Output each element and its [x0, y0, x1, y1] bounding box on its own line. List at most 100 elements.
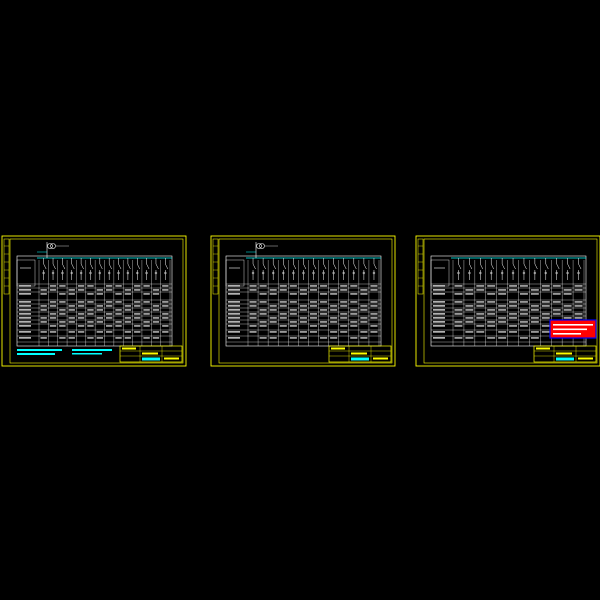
- breaker-symbol: [252, 263, 256, 270]
- cell-text: [563, 289, 572, 291]
- row-label-text: [228, 289, 240, 291]
- breaker-symbol: [293, 263, 297, 270]
- row-label-text: [433, 313, 445, 315]
- cell-text: [279, 301, 287, 303]
- cell-text: [340, 325, 348, 327]
- contactor-symbol: [145, 271, 148, 275]
- contactor-symbol: [457, 271, 460, 275]
- cell-text: [350, 293, 358, 295]
- cell-text: [77, 285, 85, 287]
- cell-text: [330, 293, 338, 295]
- cell-text: [487, 337, 496, 339]
- row-label-text: [19, 289, 31, 291]
- cell-text: [340, 313, 348, 315]
- cell-text: [106, 285, 113, 287]
- cell-text: [350, 313, 358, 315]
- cell-text: [509, 313, 517, 315]
- contactor-symbol: [70, 271, 73, 275]
- cell-text: [152, 309, 160, 311]
- cell-text: [476, 305, 485, 307]
- drawing-sheet-1[interactable]: [1, 235, 187, 367]
- cell-text: [454, 325, 463, 327]
- cell-text: [370, 305, 378, 307]
- row-label-text: [433, 317, 445, 319]
- cell-text: [299, 289, 307, 291]
- cell-text: [370, 317, 378, 319]
- drawing-sheet-2[interactable]: [210, 235, 396, 367]
- breaker-symbol: [118, 263, 122, 270]
- cell-text: [340, 305, 348, 307]
- contactor-symbol: [342, 271, 345, 275]
- cell-text: [96, 305, 103, 307]
- cell-text: [289, 321, 297, 323]
- breaker-symbol: [469, 263, 473, 270]
- row-label-text: [228, 313, 240, 315]
- contactor-symbol: [511, 271, 515, 275]
- cell-text: [498, 309, 507, 311]
- transformer-symbol: [47, 243, 53, 249]
- cell-text: [289, 285, 297, 287]
- cell-text: [299, 337, 307, 339]
- cell-text: [350, 309, 358, 311]
- cell-text: [259, 301, 267, 303]
- cell-text: [162, 285, 169, 287]
- cell-text: [68, 309, 75, 311]
- cell-text: [520, 325, 528, 327]
- drawing-sheet-3[interactable]: [415, 235, 600, 367]
- cell-text: [59, 309, 66, 311]
- cell-text: [40, 331, 47, 333]
- cell-text: [552, 301, 561, 303]
- contactor-symbol: [251, 271, 255, 275]
- contactor-symbol: [362, 271, 366, 275]
- cell-text: [465, 331, 474, 333]
- breaker-symbol: [458, 263, 462, 270]
- cell-text: [487, 325, 496, 327]
- contactor-symbol: [302, 271, 305, 275]
- notes-text: [72, 353, 102, 355]
- cell-text: [289, 309, 297, 311]
- cell-text: [124, 317, 132, 319]
- row-label-text: [228, 325, 240, 327]
- cell-text: [259, 293, 267, 295]
- cell-text: [330, 289, 338, 291]
- cell-text: [249, 331, 257, 333]
- cell-text: [552, 285, 561, 287]
- contactor-symbol: [51, 271, 55, 275]
- contactor-symbol: [42, 271, 45, 275]
- cell-text: [454, 321, 463, 323]
- cell-text: [49, 305, 57, 307]
- cell-text: [350, 285, 358, 287]
- breaker-symbol: [62, 263, 66, 270]
- row-label-text: [228, 309, 240, 311]
- cell-text: [487, 309, 496, 311]
- row-label-text: [228, 305, 240, 307]
- row-label-text: [19, 301, 31, 303]
- cell-text: [269, 317, 277, 319]
- drawing-number-field: [351, 357, 369, 361]
- cell-text: [465, 317, 474, 319]
- cell-text: [115, 301, 122, 303]
- cell-text: [563, 317, 572, 319]
- cell-text: [360, 289, 368, 291]
- row-label-text: [19, 305, 31, 307]
- cell-text: [59, 285, 66, 287]
- cell-text: [115, 337, 122, 339]
- cell-text: [563, 309, 572, 311]
- contactor-symbol: [136, 271, 139, 275]
- contactor-symbol: [322, 271, 325, 275]
- breaker-symbol: [501, 263, 505, 270]
- cell-text: [299, 305, 307, 307]
- cell-text: [330, 337, 338, 339]
- row-label-text: [19, 325, 31, 327]
- cell-text: [541, 317, 550, 319]
- cell-text: [124, 331, 132, 333]
- cell-text: [465, 289, 474, 291]
- cell-text: [476, 317, 485, 319]
- cell-text: [49, 313, 57, 315]
- cell-text: [320, 337, 328, 339]
- cell-text: [124, 293, 132, 295]
- cell-text: [487, 301, 496, 303]
- cell-text: [162, 313, 169, 315]
